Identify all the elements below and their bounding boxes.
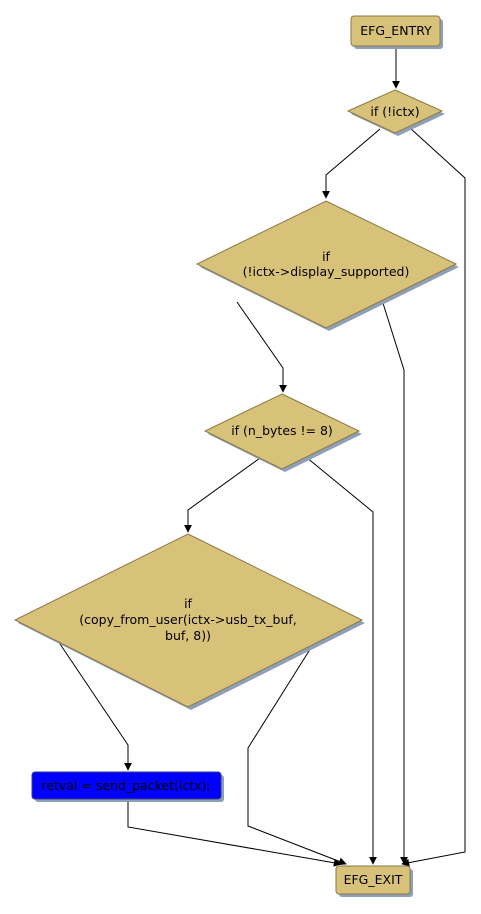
edge-retval-to-exit <box>127 801 342 867</box>
edge-if-copy-to-exit <box>247 642 347 866</box>
node-efg-entry-label: EFG_ENTRY <box>360 23 432 38</box>
edge-if-ictx-to-exit <box>401 127 466 867</box>
node-if-display-label-line1: if <box>322 249 330 264</box>
edges <box>57 46 466 867</box>
edge-if-nbytes-to-if-copy <box>184 457 261 533</box>
node-if-nbytes[interactable]: if (n_bytes != 8) <box>203 393 362 472</box>
node-if-copy-from-user[interactable]: if (copy_from_user(ictx->usb_tx_buf, buf… <box>13 533 365 710</box>
node-efg-entry[interactable]: EFG_ENTRY <box>350 15 443 49</box>
node-efg-exit-label: EFG_EXIT <box>344 872 403 887</box>
node-if-copy-label-line2: (copy_from_user(ictx->usb_tx_buf, <box>79 612 297 627</box>
edge-if-copy-to-retval <box>57 640 132 771</box>
node-if-nbytes-label: if (n_bytes != 8) <box>231 423 333 438</box>
node-efg-exit[interactable]: EFG_EXIT <box>335 865 413 897</box>
node-if-ictx[interactable]: if (!ictx) <box>346 89 445 136</box>
edge-if-ictx-to-if-display <box>322 128 381 199</box>
node-if-display-supported[interactable]: if (!ictx->display_supported) <box>195 200 459 331</box>
node-if-copy-label-line1: if <box>184 596 192 611</box>
edge-if-nbytes-to-exit <box>305 456 377 865</box>
node-if-copy-label-line3: buf, 8)) <box>165 628 211 643</box>
node-if-display-label-line2: (!ictx->display_supported) <box>243 264 410 279</box>
node-if-ictx-label: if (!ictx) <box>370 104 419 119</box>
node-retval-send-packet[interactable]: retval = send_packet(ictx); <box>31 771 224 802</box>
edge-if-display-to-if-nbytes <box>236 301 287 393</box>
node-retval-label: retval = send_packet(ictx); <box>41 778 210 793</box>
edge-if-display-to-exit <box>381 299 408 865</box>
